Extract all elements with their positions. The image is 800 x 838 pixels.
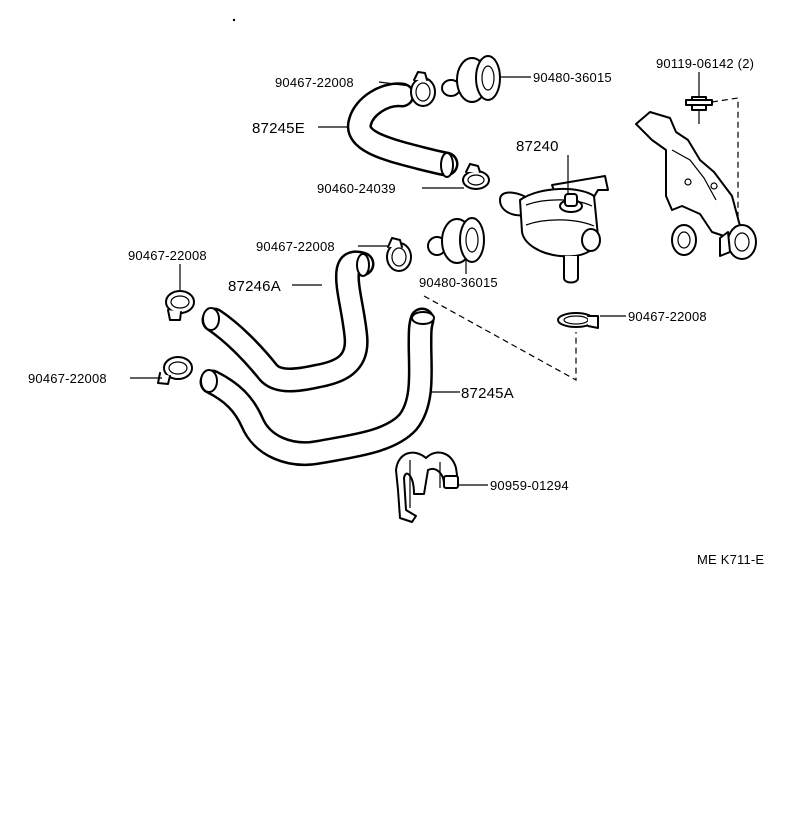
grommet-top <box>441 55 501 103</box>
clamp-right <box>557 312 599 329</box>
label-87245A: 87245A <box>461 385 514 402</box>
leader-lines <box>130 72 700 486</box>
label-90480-36015-middle: 90480-36015 <box>419 275 498 290</box>
stray-dot <box>232 18 236 22</box>
water-valve-87240 <box>499 175 609 284</box>
hose-87245E <box>346 82 459 178</box>
label-90467-22008-left-lower: 90467-22008 <box>28 371 107 386</box>
label-90467-22008-left-upper: 90467-22008 <box>128 248 207 263</box>
label-90959-01294: 90959-01294 <box>490 478 569 493</box>
clamp-middle <box>386 237 412 272</box>
label-87240: 87240 <box>516 138 559 155</box>
clamp-left-lower <box>157 356 193 385</box>
label-90467-22008-top: 90467-22008 <box>275 75 354 90</box>
hose-holder-90959 <box>395 451 459 523</box>
label-90467-22008-right: 90467-22008 <box>628 309 707 324</box>
clamp-left-upper <box>165 290 195 321</box>
label-87246A: 87246A <box>228 278 281 295</box>
label-90467-22008-middle: 90467-22008 <box>256 239 335 254</box>
diagram-code: ME K711-E <box>697 552 764 567</box>
clamp-top <box>410 71 436 107</box>
clamp-90460 <box>462 163 490 190</box>
label-90119-06142: 90119-06142 (2) <box>656 56 754 71</box>
grommet-middle <box>427 217 485 264</box>
bracket-assembly <box>635 96 757 260</box>
hose-87246A <box>201 250 375 393</box>
label-90480-36015-top: 90480-36015 <box>533 70 612 85</box>
label-90460-24039: 90460-24039 <box>317 181 396 196</box>
hose-87245A <box>199 307 435 466</box>
guide-line-lower <box>423 295 577 382</box>
label-87245E: 87245E <box>252 120 305 137</box>
